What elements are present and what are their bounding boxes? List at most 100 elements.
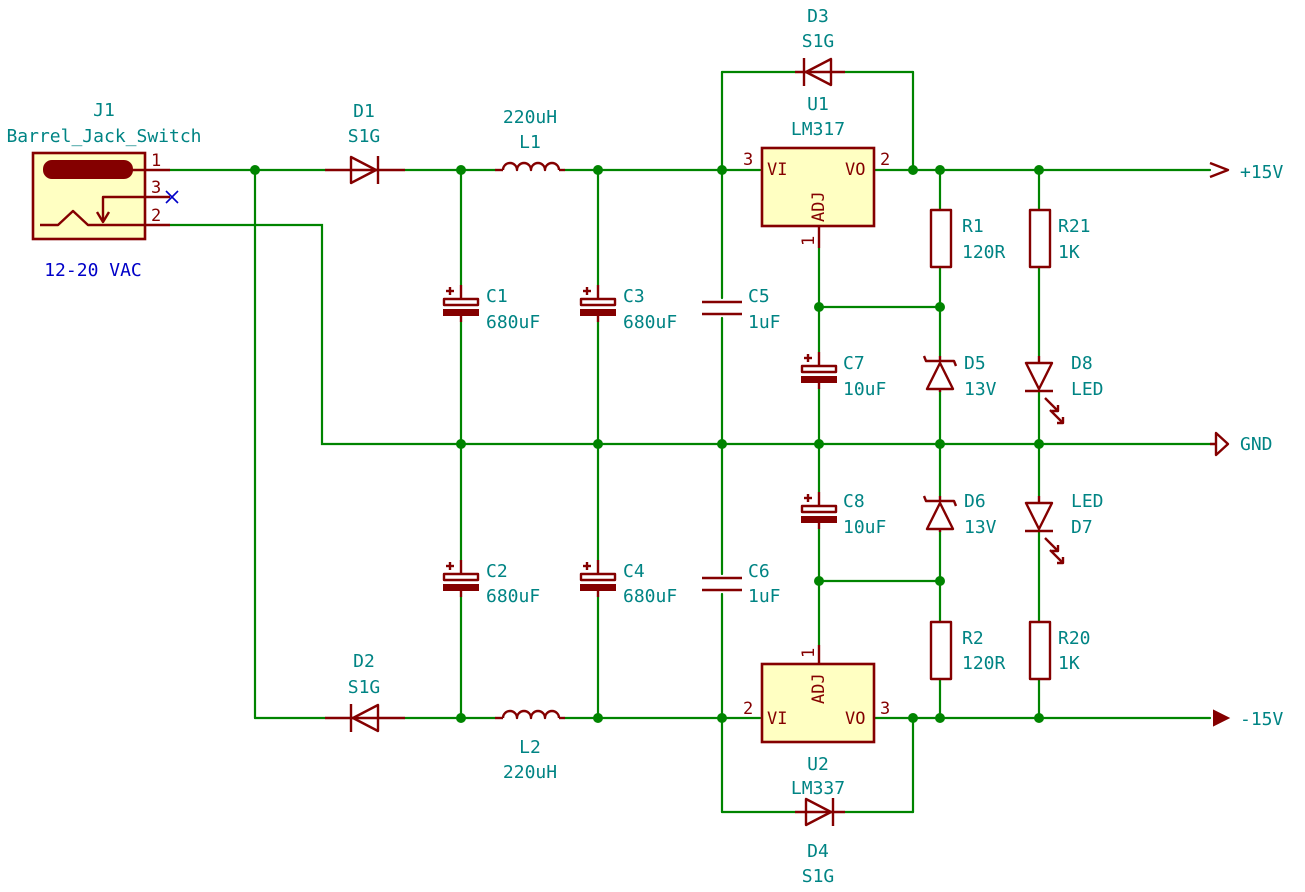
u1-pin-adj-num: 1 (799, 236, 819, 246)
inductor-icon (495, 709, 565, 720)
u1-pin-vo: VO (845, 160, 865, 180)
c4-ref: C4 (623, 561, 645, 582)
d7-value: LED (1071, 491, 1104, 512)
resistor-icon (929, 208, 953, 269)
c7-value: 10uF (843, 379, 886, 400)
d4-diode: D4 S1G (795, 797, 845, 887)
d6-value: 13V (964, 517, 997, 538)
neg-15v-label: -15V (1240, 709, 1284, 730)
d6-zener: D6 13V (922, 491, 997, 538)
c7-ref: C7 (843, 353, 865, 374)
c2-value: 680uF (486, 586, 540, 607)
c7-capacitor: C7 10uF (800, 352, 886, 400)
d3-value: S1G (802, 31, 835, 52)
regulator-icon (760, 146, 876, 248)
u1-value: LM317 (791, 119, 845, 140)
c3-value: 680uF (623, 312, 677, 333)
l1-inductor: 220uH L1 (495, 107, 565, 172)
d7-ref: D7 (1071, 517, 1093, 538)
inductor-icon (495, 161, 565, 172)
d4-ref: D4 (807, 841, 829, 862)
c1-value: 680uF (486, 312, 540, 333)
d5-zener: D5 13V (922, 353, 997, 400)
u1-ref: U1 (807, 94, 829, 115)
c8-capacitor: C8 10uF (800, 491, 886, 538)
c6-value: 1uF (748, 586, 781, 607)
u2-pin-adj-num: 1 (799, 648, 819, 658)
c5-capacitor: C5 1uF (702, 286, 781, 333)
j1-pin1: 1 (151, 151, 161, 171)
j1-value: Barrel_Jack_Switch (6, 126, 201, 147)
led-icon (1024, 496, 1065, 565)
d3-diode: D3 S1G (795, 6, 845, 87)
d5-value: 13V (964, 379, 997, 400)
polarized-capacitor-icon (579, 560, 617, 597)
u1-pin-vo-num: 2 (880, 150, 890, 170)
j1-barrel-jack: J1 Barrel_Jack_Switch 1 3 2 12-20 VAC (6, 100, 201, 281)
c6-capacitor: C6 1uF (702, 561, 781, 607)
resistor-icon (1028, 208, 1052, 269)
led-icon (1024, 356, 1065, 425)
d6-ref: D6 (964, 491, 986, 512)
r20-ref: R20 (1058, 628, 1091, 649)
d8-led: D8 LED (1024, 353, 1104, 425)
c4-value: 680uF (623, 586, 677, 607)
u1-regulator: U1 LM317 VI VO ADJ 3 2 1 (743, 94, 890, 248)
j1-pin2: 2 (151, 206, 161, 226)
u1-pin-vi: VI (767, 160, 787, 180)
r2-resistor: R2 120R (929, 620, 1006, 681)
d8-value: LED (1071, 379, 1104, 400)
c3-ref: C3 (623, 286, 645, 307)
polarized-capacitor-icon (442, 560, 480, 597)
c1-ref: C1 (486, 286, 508, 307)
r1-ref: R1 (962, 216, 984, 237)
r20-resistor: R20 1K (1028, 620, 1091, 681)
ground-flag-icon (1210, 431, 1230, 457)
diode-icon (795, 797, 845, 827)
d2-value: S1G (348, 677, 381, 698)
capacitor-icon (702, 300, 742, 316)
l2-value: 220uH (503, 762, 557, 783)
u2-pin-vi: VI (767, 709, 787, 729)
barrel-jack-icon (40, 160, 170, 227)
diode-icon (325, 155, 405, 185)
r21-value: 1K (1058, 242, 1080, 263)
u2-pin-adj: ADJ (809, 673, 829, 704)
d1-ref: D1 (353, 101, 375, 122)
gnd-flag: GND (1210, 431, 1273, 457)
l2-ref: L2 (519, 737, 541, 758)
c8-ref: C8 (843, 491, 865, 512)
d2-ref: D2 (353, 651, 375, 672)
d3-ref: D3 (807, 6, 829, 27)
l2-inductor: L2 220uH (495, 709, 565, 783)
u2-pin-vo-num: 3 (880, 699, 890, 719)
diode-icon (325, 703, 405, 733)
r20-value: 1K (1058, 653, 1080, 674)
zener-diode-icon (922, 355, 958, 392)
polarized-capacitor-icon (800, 352, 838, 389)
d1-value: S1G (348, 126, 381, 147)
c2-capacitor: C2 680uF (442, 560, 540, 607)
no-connect-icon (165, 190, 179, 204)
u2-pin-vi-num: 2 (743, 699, 753, 719)
regulator-icon (760, 645, 876, 744)
capacitor-icon (702, 576, 742, 592)
u2-regulator: U2 LM337 VI VO ADJ 2 3 1 (743, 645, 890, 799)
l1-ref: L1 (519, 132, 541, 153)
r21-ref: R21 (1058, 216, 1091, 237)
c5-ref: C5 (748, 286, 770, 307)
pos-15v-label: +15V (1240, 162, 1284, 183)
c8-value: 10uF (843, 517, 886, 538)
pos-15v-flag: +15V (1209, 161, 1284, 183)
d1-diode: D1 S1G (325, 101, 405, 185)
polarized-capacitor-icon (579, 285, 617, 322)
input-voltage-note: 12-20 VAC (44, 260, 142, 281)
u2-pin-vo: VO (845, 709, 865, 729)
polarized-capacitor-icon (800, 492, 838, 529)
power-flag-icon (1213, 709, 1231, 727)
c3-capacitor: C3 680uF (579, 285, 677, 333)
c5-value: 1uF (748, 312, 781, 333)
c4-capacitor: C4 680uF (579, 560, 677, 607)
r21-resistor: R21 1K (1028, 208, 1091, 269)
j1-pin3: 3 (151, 178, 161, 198)
